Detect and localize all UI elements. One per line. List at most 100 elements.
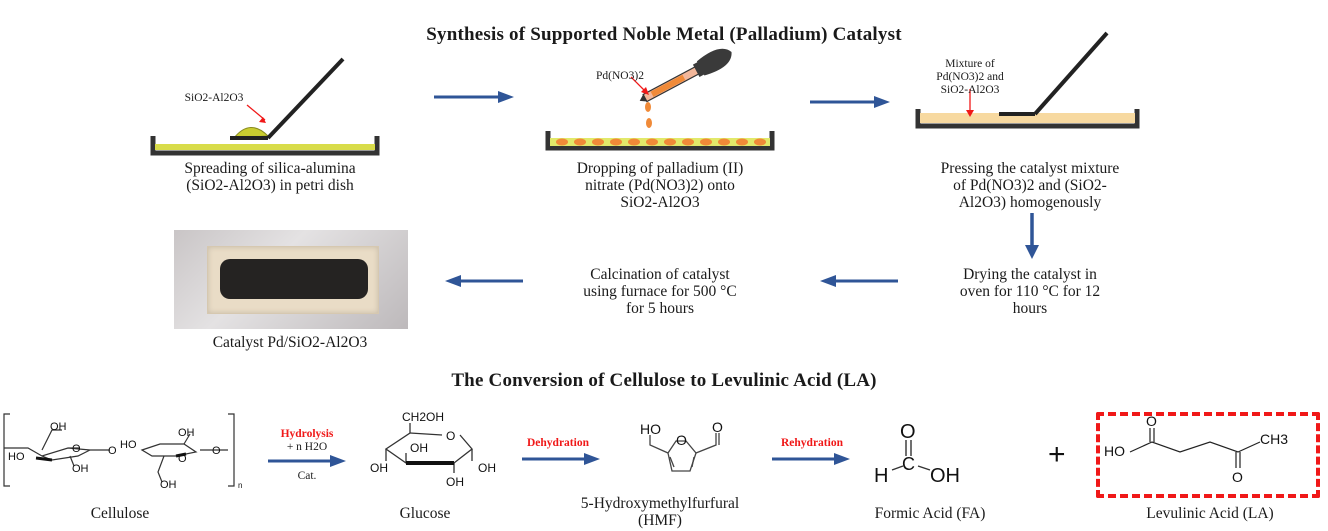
hydrolysis-reagent: + n H2O [286, 441, 328, 453]
atom: HO [8, 451, 25, 463]
atom: O [108, 445, 117, 457]
atom: O [676, 432, 687, 448]
levulinic-acid-label: Levulinic Acid (LA) [1146, 505, 1274, 522]
label-line: Pd(NO3)2 and [936, 71, 1004, 83]
palladium-drop [628, 138, 640, 146]
caption-line: Al2O3) homogenously [958, 194, 1102, 211]
atom: OH [72, 463, 89, 475]
palladium-drop [664, 138, 676, 146]
crucible-boat [207, 246, 379, 314]
caption-line: for 5 hours [625, 300, 695, 317]
petri-dish-spreading [150, 57, 380, 156]
atom: OH [410, 441, 428, 455]
atom: O [712, 419, 723, 435]
palladium-drops [556, 138, 766, 146]
caption-line: Dropping of palladium (II) [576, 160, 744, 177]
flow-arrow-left-2 [445, 275, 523, 287]
atom: OH [446, 475, 464, 489]
step-pressing-caption: Pressing the catalyst mixture of Pd(NO3)… [880, 160, 1180, 211]
atom: C [902, 454, 915, 474]
flow-arrow-right-1 [434, 91, 514, 103]
dish-body [150, 136, 380, 156]
falling-drop [645, 102, 651, 112]
caption-line: nitrate (Pd(NO3)2) onto [585, 177, 735, 194]
caption-line: Pressing the catalyst mixture [940, 160, 1120, 177]
atom: CH2OH [402, 410, 444, 424]
caption-line: hours [1012, 300, 1048, 317]
catalyst-photo [174, 230, 408, 329]
palladium-drop [646, 138, 658, 146]
atom: OH [930, 465, 960, 487]
hydrolysis-label: Hydrolysis [280, 428, 334, 440]
palladium-drop [700, 138, 712, 146]
caption-line: (SiO2-Al2O3) in petri dish [186, 177, 354, 194]
atom: OH [478, 461, 496, 475]
atom: O [178, 453, 187, 465]
step-drying-caption: Drying the catalyst in oven for 110 °C f… [900, 266, 1160, 317]
atom: O [900, 421, 916, 443]
mixture-label: Mixture of Pd(NO3)2 and SiO2-Al2O3 [925, 58, 1015, 97]
hmf-label: 5-Hydroxymethylfurfural (HMF) [570, 495, 750, 529]
palladium-drop [718, 138, 730, 146]
step-dropping-caption: Dropping of palladium (II) nitrate (Pd(N… [510, 160, 810, 211]
levulinic-acid-structure: O HO CH3 O [1104, 413, 1288, 485]
hydrolysis-catalyst: Cat. [297, 470, 317, 482]
conversion-title: The Conversion of Cellulose to Levulinic… [451, 370, 877, 391]
step-calcination-caption: Calcination of catalyst using furnace fo… [530, 266, 790, 317]
step-catalyst-caption: Catalyst Pd/SiO2-Al2O3 [212, 334, 368, 351]
synthesis-title: Synthesis of Supported Noble Metal (Pall… [426, 24, 902, 45]
caption-line: of Pd(NO3)2 and (SiO2- [953, 177, 1107, 194]
atom: n [238, 481, 242, 490]
caption-line: SiO2-Al2O3 [620, 194, 700, 211]
levulinic-acid-highlight-box [1096, 412, 1320, 498]
atom: O [212, 445, 221, 457]
atom: O [1146, 413, 1157, 429]
palladium-drop [682, 138, 694, 146]
flow-arrow-right-2 [810, 96, 890, 108]
atom: CH3 [1260, 431, 1288, 447]
caption-line: Spreading of silica-alumina [184, 160, 356, 177]
silica-label: SiO2-Al2O3 [184, 92, 244, 104]
atom: H [874, 465, 888, 487]
flow-arrow-left-1 [820, 275, 898, 287]
atom: HO [1104, 443, 1125, 459]
palladium-drop [556, 138, 568, 146]
rehydration-label: Rehydration [781, 437, 843, 449]
petri-dish-dropping [545, 48, 775, 151]
atom: O [446, 429, 455, 443]
palladium-drop [592, 138, 604, 146]
atom: OH [370, 461, 388, 475]
label-line: SiO2-Al2O3 [940, 84, 1000, 96]
atom: OH [178, 427, 195, 439]
caption-line: Drying the catalyst in [963, 266, 1097, 283]
step-spreading-caption: Spreading of silica-alumina (SiO2-Al2O3)… [120, 160, 420, 194]
caption-line: oven for 110 °C for 12 [959, 283, 1101, 300]
silica-layer [155, 144, 375, 150]
label-line: (HMF) [638, 512, 682, 529]
formic-acid-label: Formic Acid (FA) [874, 505, 986, 522]
catalyst-powder [220, 259, 368, 299]
atom: O [72, 443, 81, 455]
palladium-nitrate-label: Pd(NO3)2 [596, 70, 644, 82]
atom: HO [640, 421, 661, 437]
atom: OH [160, 479, 177, 491]
dehydration-arrow [522, 453, 600, 465]
glucose-structure: CH2OH O OH OH OH OH [370, 410, 496, 489]
atom: O [1232, 469, 1243, 485]
caption-line: using furnace for 500 °C [583, 283, 737, 300]
cellulose-structure: OH HO O OH O HO OH O OH O n [3, 413, 242, 491]
glucose-label: Glucose [399, 505, 451, 522]
atom: HO [120, 439, 137, 451]
hydrolysis-arrow [268, 455, 346, 467]
rehydration-arrow [772, 453, 850, 465]
dehydration-label: Dehydration [527, 437, 589, 449]
palladium-drop [610, 138, 622, 146]
atom: OH [50, 421, 67, 433]
plus-sign: + [1048, 438, 1066, 471]
petri-dish-pressing [915, 31, 1140, 129]
palladium-drop [754, 138, 766, 146]
flow-arrow-down [1025, 213, 1039, 259]
palladium-drop [736, 138, 748, 146]
palladium-drop [574, 138, 586, 146]
cellulose-label: Cellulose [90, 505, 150, 522]
